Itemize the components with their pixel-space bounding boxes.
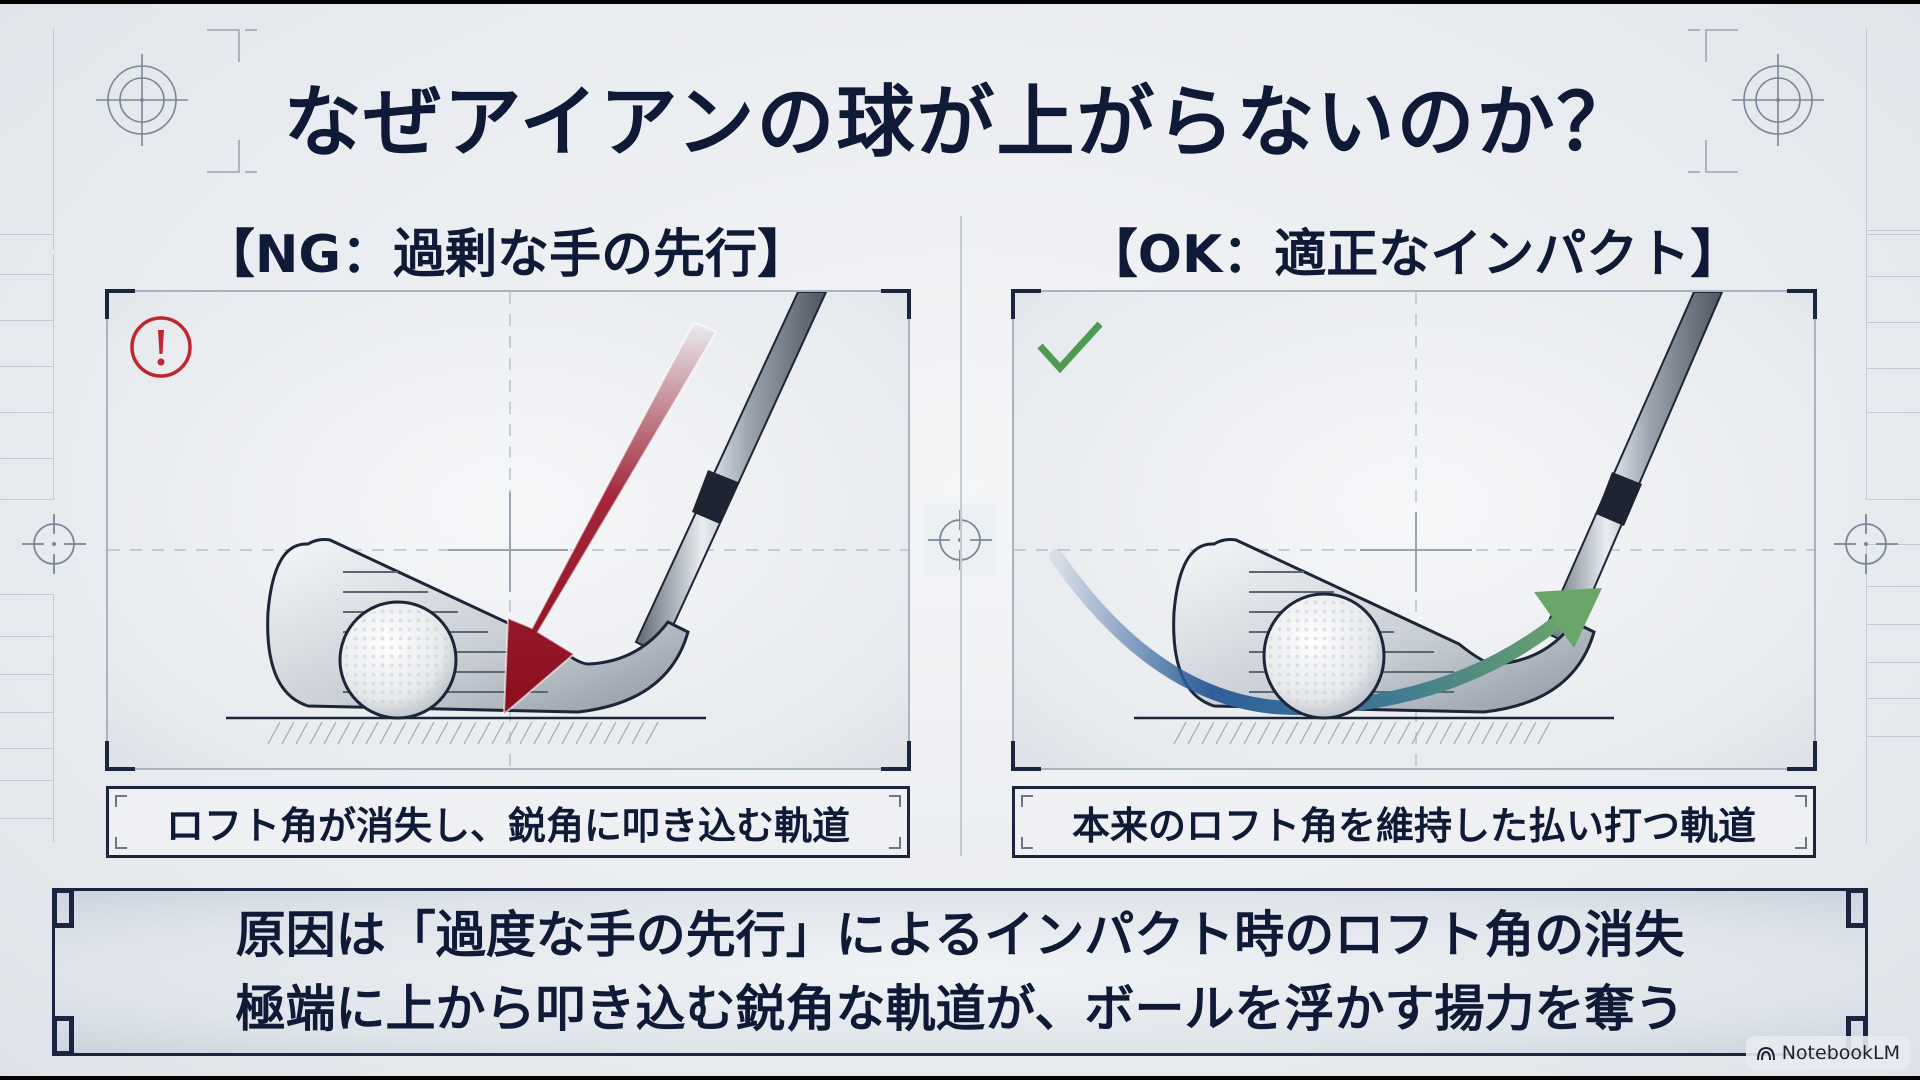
watermark-label: NotebookLM xyxy=(1781,1042,1900,1064)
left-ruler-bottom xyxy=(0,594,54,842)
ok-illustration xyxy=(1014,291,1814,768)
ng-illustration xyxy=(108,291,908,768)
page-title: なぜアイアンの球が上がらないのか？ xyxy=(283,78,1637,168)
title-bracket-left xyxy=(207,29,257,173)
ok-caption-box: 本来のロフト角を維持した払い打つ軌道 xyxy=(1012,786,1816,858)
center-divider xyxy=(960,216,962,856)
ok-heading: 【OK：適正なインパクト】 xyxy=(1085,225,1743,285)
slide: なぜアイアンの球が上がらないのか？ 【NG：過剰な手の先行】 xyxy=(0,4,1920,1076)
ng-caption-text: ロフト角が消失し、鋭角に叩き込む軌道 xyxy=(165,803,850,848)
notebooklm-watermark: NotebookLM xyxy=(1745,1036,1910,1070)
left-ruler-top xyxy=(0,28,54,250)
crosshair-target-icon xyxy=(96,54,188,146)
summary-line-1: 原因は「過度な手の先行」によるインパクト時のロフト角の消失 xyxy=(235,906,1685,964)
check-icon xyxy=(1037,321,1103,374)
crosshair-left-icon xyxy=(22,514,86,574)
ng-heading: 【NG：過剰な手の先行】 xyxy=(202,225,810,285)
right-ruler-bottom xyxy=(1866,544,1920,844)
warning-circle-icon xyxy=(130,316,192,378)
title-bracket-right xyxy=(1688,29,1738,173)
ng-caption-box: ロフト角が消失し、鋭角に叩き込む軌道 xyxy=(106,786,910,858)
crosshair-right-icon xyxy=(1834,514,1898,574)
right-ruler-top xyxy=(1866,28,1920,250)
ok-caption-text: 本来のロフト角を維持した払い打つ軌道 xyxy=(1071,803,1756,848)
crosshair-target-icon xyxy=(1732,54,1824,146)
ok-illustration-panel xyxy=(1011,289,1817,771)
notebooklm-logo-icon xyxy=(1756,1046,1775,1061)
ng-illustration-panel xyxy=(105,289,911,771)
summary-box: 原因は「過度な手の先行」によるインパクト時のロフト角の消失 極端に上から叩き込む… xyxy=(52,888,1868,1056)
summary-line-2: 極端に上から叩き込む鋭角な軌道が、ボールを浮かす揚力を奪う xyxy=(235,980,1685,1038)
left-ruler-mid xyxy=(0,254,54,500)
right-ruler-mid xyxy=(1866,204,1920,500)
